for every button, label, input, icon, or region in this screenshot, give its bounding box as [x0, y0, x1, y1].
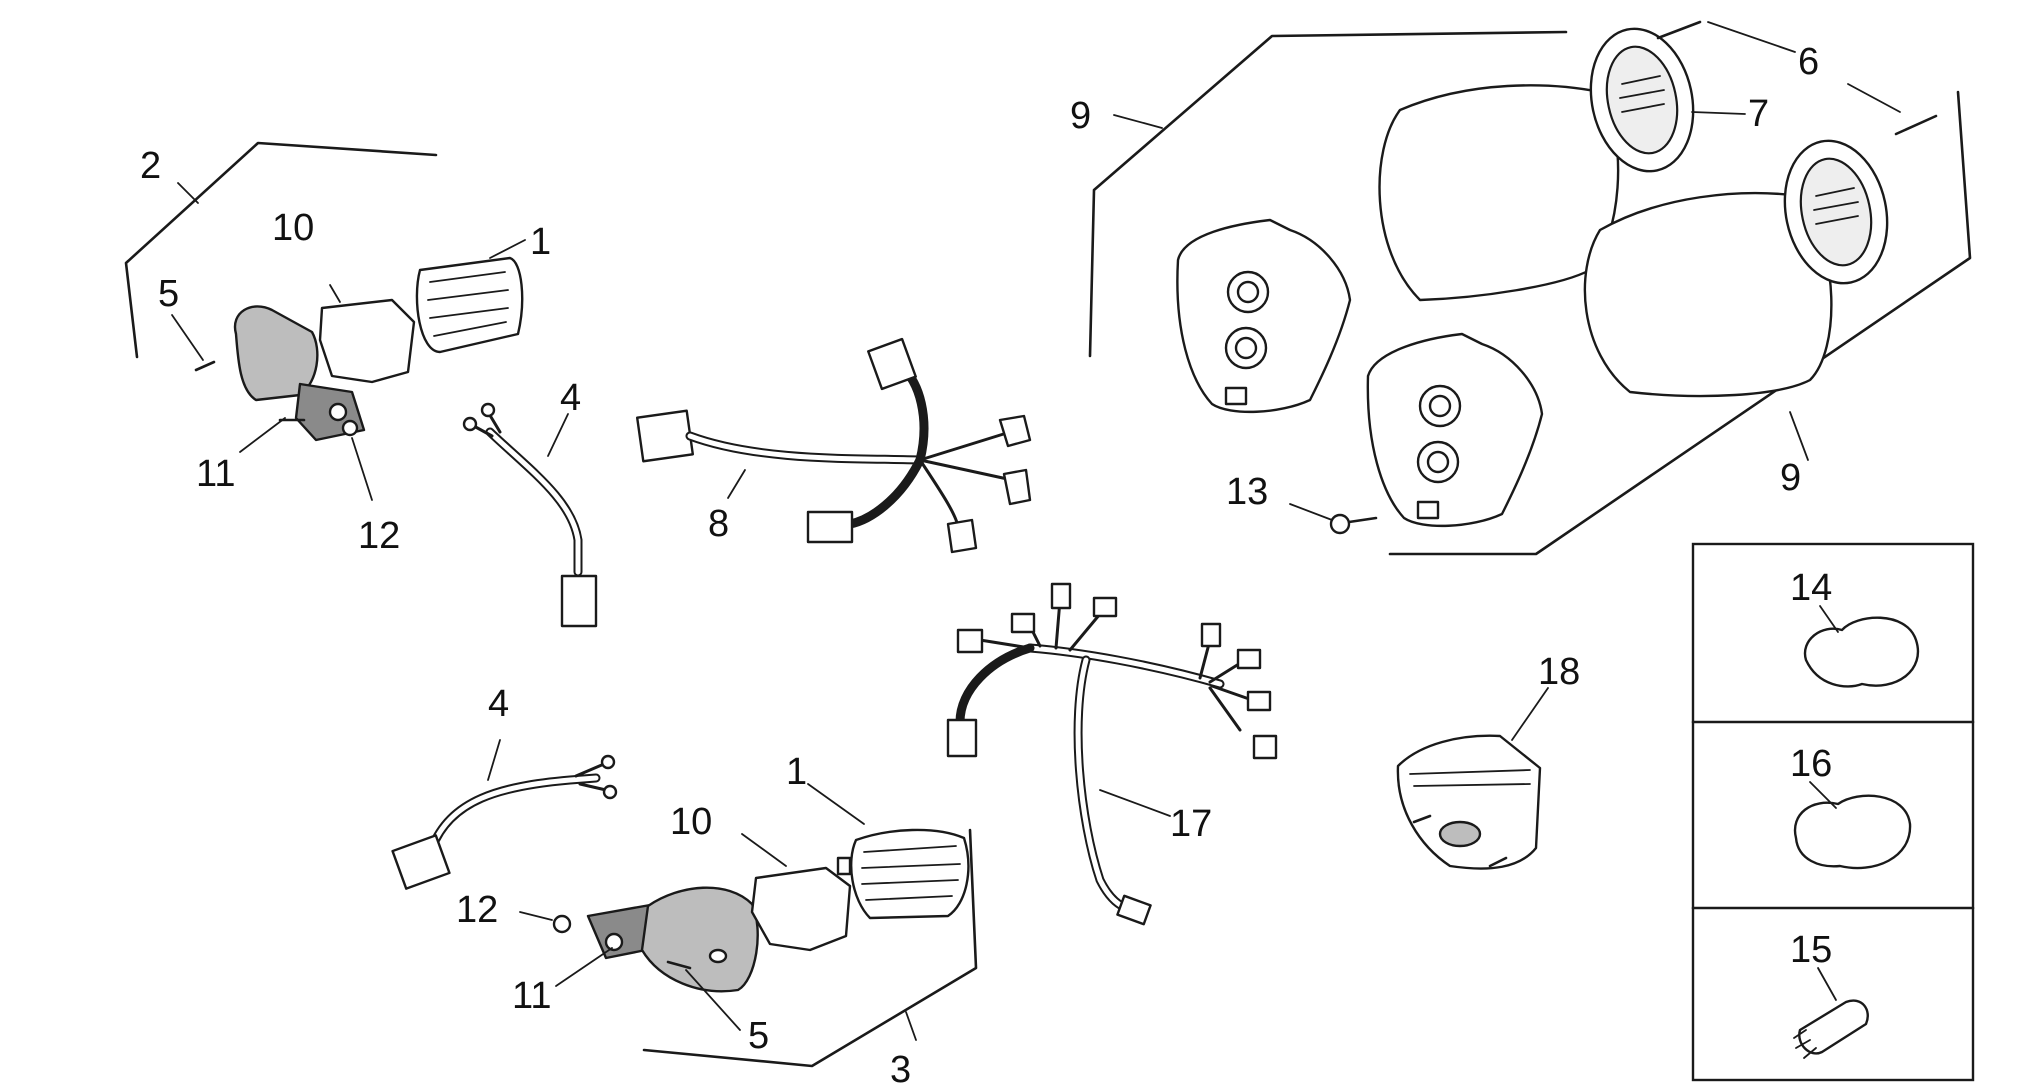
- bulb-15: [1798, 999, 1869, 1055]
- label-11a: 11: [196, 453, 235, 495]
- group-bracket-3: [642, 828, 978, 1068]
- label-9b: 9: [1780, 457, 1801, 499]
- label-10b: 10: [670, 801, 712, 843]
- leader-9b: [1789, 411, 1809, 461]
- connector-4-lower: [391, 834, 451, 890]
- lens-ribs-lower: [861, 845, 961, 901]
- label-1a: 1: [530, 221, 551, 263]
- lens-1-lower: [850, 828, 970, 920]
- leader-5a: [171, 314, 204, 361]
- turn-signal-housing-lower: [640, 886, 759, 993]
- label-1b: 1: [786, 751, 807, 793]
- license-light-18: [1396, 687, 1549, 870]
- label-15: 15: [1790, 929, 1832, 971]
- label-4a: 4: [560, 377, 581, 419]
- group-bracket-2: [124, 141, 438, 359]
- label-5b: 5: [748, 1015, 769, 1057]
- label-6: 6: [1798, 41, 1819, 83]
- callout-labels: 2 10 1 5 4 11 12 8 9 6 7 9 13 14 16 15 1…: [140, 41, 1832, 1084]
- wire-4-upper: [462, 402, 598, 628]
- leader-6a: [1707, 21, 1796, 53]
- leader-7: [1691, 111, 1746, 115]
- label-18: 18: [1538, 651, 1580, 693]
- leader-16: [1809, 781, 1837, 809]
- label-8: 8: [708, 503, 729, 545]
- leader-10a: [329, 284, 341, 303]
- leader-11a: [239, 417, 286, 453]
- wire-4-upper-cable: [485, 427, 583, 577]
- label-12b: 12: [456, 889, 498, 931]
- reflector-10-lower: [750, 866, 852, 952]
- leader-9a: [1113, 114, 1163, 129]
- label-9a: 9: [1070, 95, 1091, 137]
- leader-11b: [555, 947, 613, 987]
- label-13: 13: [1226, 471, 1268, 513]
- connector-8-bottom: [806, 510, 854, 544]
- leader-13: [1289, 503, 1333, 521]
- leader-6b: [1847, 83, 1901, 113]
- reflector-10-left: [318, 298, 416, 384]
- label-14: 14: [1790, 567, 1832, 609]
- label-2: 2: [140, 145, 161, 187]
- tail-lens-body-upper: [1378, 84, 1620, 302]
- wiring-harness-17: [946, 582, 1278, 926]
- connector-17-left: [946, 718, 978, 758]
- turn-signal-housing-left: [233, 305, 319, 402]
- nut-12-lower: [552, 914, 572, 934]
- screw-6-upper: [1656, 20, 1702, 40]
- tail-light-assembly: [1088, 20, 1972, 556]
- bulb-16: [1793, 794, 1912, 870]
- lens-1-left: [415, 256, 524, 354]
- bulb-14: [1803, 616, 1919, 688]
- label-11b: 11: [512, 975, 551, 1017]
- screw-5-lower: [666, 960, 692, 970]
- tail-lens-body-lower: [1583, 192, 1833, 398]
- leader-18: [1511, 687, 1549, 741]
- label-5a: 5: [158, 273, 179, 315]
- leader-8: [727, 469, 746, 499]
- label-17: 17: [1170, 803, 1212, 845]
- leader-3: [905, 1011, 917, 1041]
- screw-5-left: [194, 360, 216, 372]
- leader-2: [177, 182, 199, 204]
- group-bracket-9-upper: [1088, 30, 1568, 358]
- leader-5b: [685, 969, 741, 1031]
- label-10a: 10: [272, 207, 314, 249]
- leader-1a: [489, 239, 526, 259]
- license-light-housing: [1396, 734, 1542, 870]
- leader-1b: [807, 783, 865, 825]
- connector-8-main: [635, 409, 695, 463]
- leader-10b: [741, 833, 787, 867]
- bulbs-box: [1691, 542, 1975, 1082]
- rear-turn-signal-assembly: [391, 739, 978, 1068]
- wiring-harness-8: [635, 337, 1032, 554]
- group-bracket-9-lower: [1388, 90, 1972, 556]
- leader-15: [1817, 967, 1837, 1001]
- screw-13: [1329, 513, 1351, 535]
- tail-light-base-lower: [1366, 332, 1544, 528]
- label-12a: 12: [358, 515, 400, 557]
- lens-ribs-left: [427, 271, 509, 337]
- label-16: 16: [1790, 743, 1832, 785]
- connector-17-bottom: [1116, 894, 1152, 926]
- label-4b: 4: [488, 683, 509, 725]
- leader-12b: [519, 911, 553, 921]
- leader-17: [1099, 789, 1171, 817]
- leader-4b: [487, 739, 501, 781]
- label-3: 3: [890, 1049, 911, 1084]
- connector-4-upper: [560, 574, 598, 628]
- tail-light-base-upper: [1176, 218, 1352, 414]
- front-left-turn-signal-assembly: [124, 141, 526, 501]
- leader-14: [1819, 605, 1839, 633]
- connector-8-top: [867, 337, 917, 391]
- nut-12-left: [328, 402, 348, 422]
- label-7: 7: [1748, 93, 1769, 135]
- leader-12a: [351, 437, 373, 501]
- leader-4a: [547, 413, 569, 457]
- screw-6-lower: [1894, 114, 1938, 136]
- mount-bolt-left: [341, 419, 359, 437]
